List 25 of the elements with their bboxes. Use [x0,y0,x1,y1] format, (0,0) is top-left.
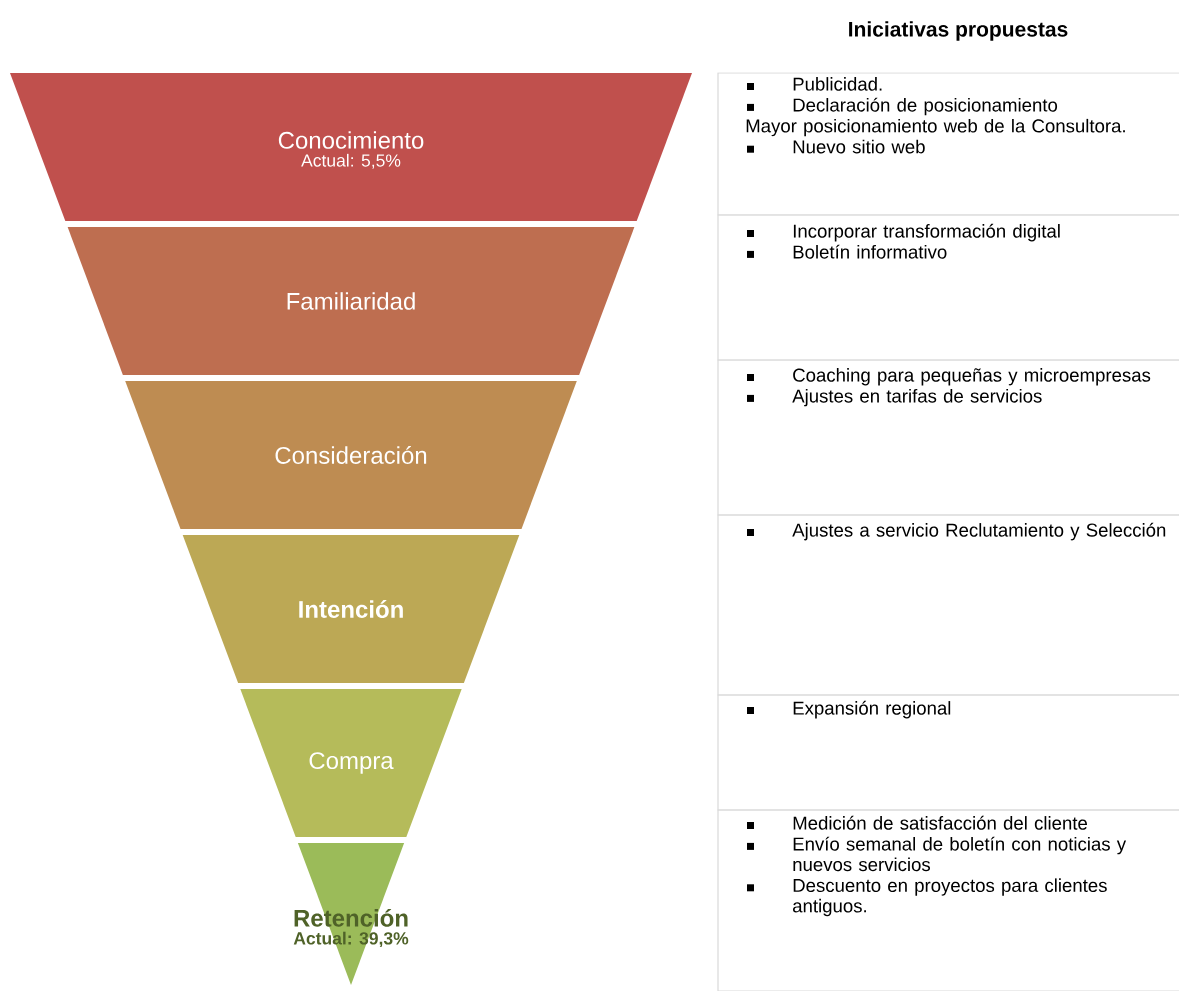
heading: Iniciativas propuestas [849,21,1068,41]
bullet-item: Boletín informativo [747,244,947,259]
bullet-item: Publicidad. [747,77,882,91]
funnel-segment: Compra [240,689,462,837]
funnel-segment: Familiaridad [67,227,635,375]
bullet-item: Coaching para pequeñas y microempresas [747,368,1151,386]
bullet-item: Incorporar transformación digital [747,223,1060,242]
initiative-cell [717,214,1179,361]
bullet-item: Nuevo sitio web [747,139,925,154]
initiative-cell [717,359,1179,516]
initiative-cell [717,809,1179,991]
bullet-item: Envío semanal de boletín con noticias y nuevos servicios [747,836,1127,872]
bullet-item: Medición de satisfacción del cliente [747,815,1087,830]
initiative-cell [717,72,1179,216]
funnel-segment: Consideración [125,381,577,529]
funnel-segment: Conocimiento Actual: 5,5% [10,73,692,221]
bullet-item: Mayor posicionamiento web de la Consultora. [746,118,1125,137]
bullet-item: Ajustes en tarifas de servicios [747,389,1042,407]
initiative-cell [717,514,1179,696]
bullet-item: Declaración de posicionamiento [747,97,1058,116]
funnel-segment: Intención [182,535,520,683]
bullet-item: Descuento en proyectos para clientes antiguos. [747,878,1107,917]
initiative-cell [717,694,1179,811]
bullet-item: Ajustes a servicio Reclutamiento y Selección [747,522,1166,541]
bullet-item: Expansión regional [747,700,951,719]
